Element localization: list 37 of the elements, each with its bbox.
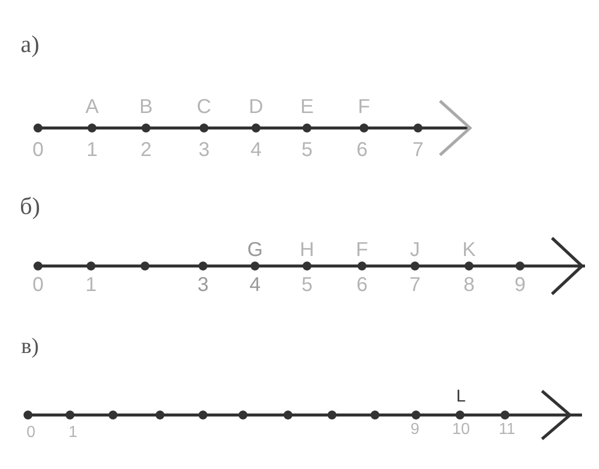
point-label: H: [300, 240, 314, 260]
point-label: L: [456, 388, 466, 404]
tick-number: 0: [26, 425, 36, 441]
tick-number: 7: [409, 275, 421, 295]
tick-number: 0: [32, 140, 44, 160]
point-label: C: [196, 97, 212, 117]
tick-number: 3: [197, 275, 209, 295]
point-label: D: [248, 97, 264, 117]
tick-number: 0: [32, 275, 44, 295]
tick-number: 3: [198, 140, 210, 160]
tick-number: 9: [410, 422, 420, 438]
point-label: B: [139, 97, 153, 117]
tick-number: 5: [301, 275, 313, 295]
point-label: G: [247, 240, 263, 260]
point-label: K: [462, 240, 476, 260]
tick-number: 10: [452, 422, 470, 438]
panel-label: б): [20, 195, 40, 219]
point-label: F: [356, 240, 368, 260]
point-label: A: [85, 97, 99, 117]
tick-number: 1: [68, 425, 78, 441]
tick-number: 6: [356, 140, 368, 160]
panel-label: а): [20, 33, 40, 57]
tick-number: 8: [463, 275, 475, 295]
tick-number: 5: [301, 140, 313, 160]
tick-number: 7: [412, 140, 424, 160]
point-label: E: [300, 97, 314, 117]
tick-number: 9: [514, 275, 526, 295]
tick-number: 1: [85, 275, 97, 295]
tick-number: 4: [249, 275, 261, 295]
tick-number: 1: [86, 140, 98, 160]
point-label: F: [358, 97, 370, 117]
point-label: J: [410, 240, 420, 260]
tick-number: 2: [140, 140, 152, 160]
tick-number: 6: [356, 275, 368, 295]
tick-number: 4: [250, 140, 262, 160]
tick-number: 11: [498, 422, 516, 438]
panel-label: в): [21, 335, 39, 357]
